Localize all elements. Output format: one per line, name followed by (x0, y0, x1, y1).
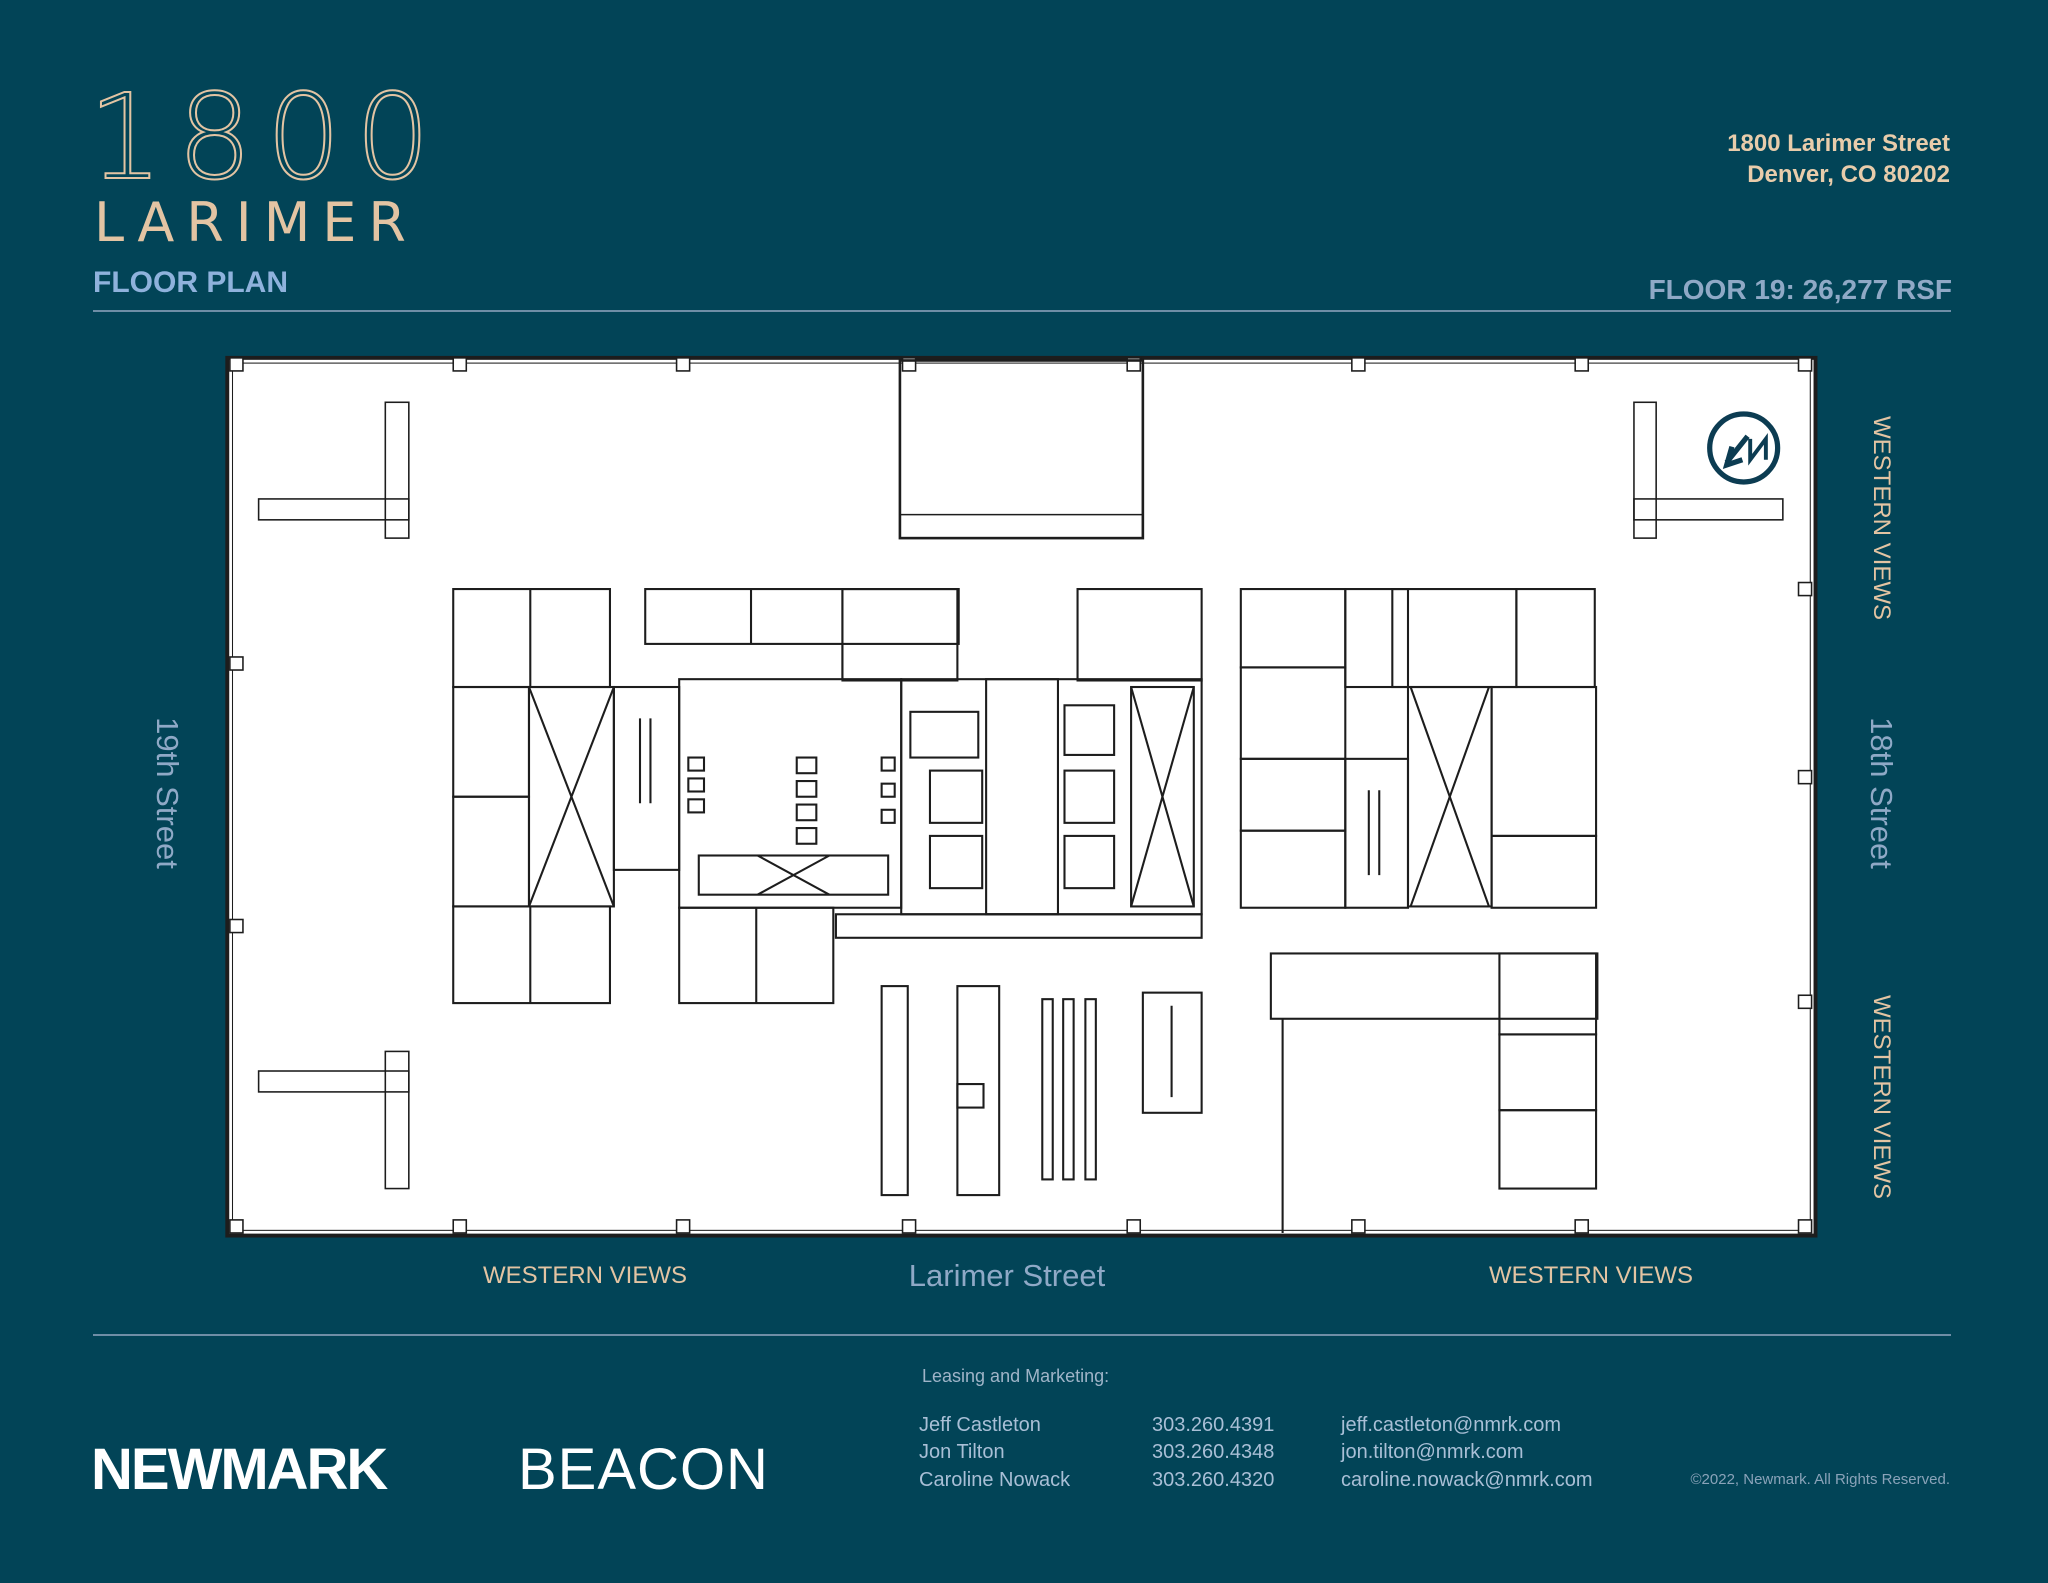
leasing-label: Leasing and Marketing: (922, 1366, 1110, 1386)
contact-name: Caroline Nowack (919, 1469, 1071, 1491)
footer-divider (93, 1334, 1951, 1336)
contact-email[interactable]: jon.tilton@nmrk.com (1341, 1441, 1524, 1463)
newmark-logo: NEWMARK (91, 1437, 388, 1502)
views-label-right-bottom: WESTERN VIEWS (1868, 994, 1895, 1200)
contact-phone: 303.260.4320 (1152, 1469, 1275, 1491)
floor-info: FLOOR 19: 26,277 RSF (1648, 274, 1952, 305)
page-subtitle: FLOOR PLAN (93, 266, 288, 299)
contact-phone: 303.260.4391 (1152, 1414, 1275, 1436)
contact-email[interactable]: jeff.castleton@nmrk.com (1341, 1414, 1562, 1436)
logo-number: 1800 (87, 68, 445, 206)
header-divider (93, 310, 1951, 312)
street-label-bottom: Larimer Street (908, 1258, 1106, 1293)
copyright: ©2022, Newmark. All Rights Reserved. (1690, 1471, 1951, 1488)
street-label-right: 18th Street (1864, 717, 1899, 869)
views-label-bottom-right: WESTERN VIEWS (1488, 1262, 1694, 1289)
logo-word: LARIMER (94, 191, 418, 254)
contact-phone: 303.260.4348 (1152, 1441, 1275, 1463)
views-label-bottom-left: WESTERN VIEWS (482, 1262, 688, 1289)
beacon-logo: BEACON (518, 1437, 769, 1502)
views-label-right-top: WESTERN VIEWS (1868, 415, 1895, 621)
address-line1: 1800 Larimer Street (1727, 130, 1950, 157)
contact-name: Jon Tilton (919, 1441, 1005, 1463)
compass-icon (1707, 411, 1781, 485)
contact-name: Jeff Castleton (919, 1414, 1041, 1436)
address: 1800 Larimer Street Denver, CO 80202 (1727, 128, 1950, 190)
street-label-left: 19th Street (150, 717, 185, 869)
contact-email[interactable]: caroline.nowack@nmrk.com (1341, 1469, 1593, 1491)
address-line2: Denver, CO 80202 (1747, 161, 1950, 188)
